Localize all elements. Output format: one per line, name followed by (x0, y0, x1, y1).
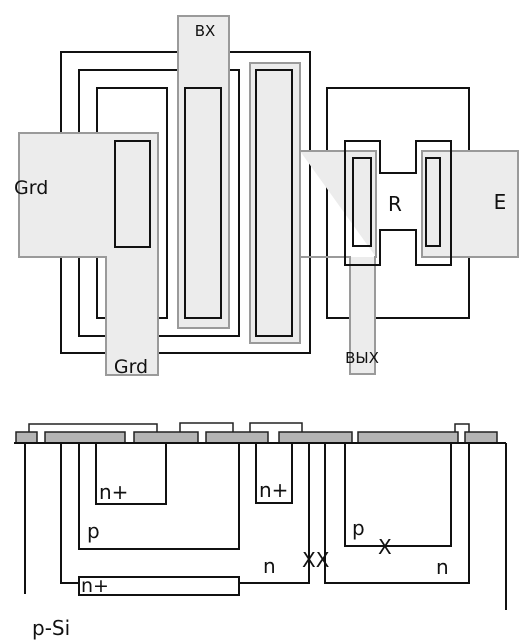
top-view: ВХ Grd Grd R E ВЫХ (14, 15, 519, 378)
n-plus-buried-layer (78, 576, 240, 596)
grd-left-label: Grd (14, 177, 48, 199)
n-plus-buried-label: n+ (81, 575, 109, 597)
n-plus-emitter-label: n+ (99, 480, 128, 504)
oxide-segment-4 (205, 431, 269, 444)
grd-bottom-label: Grd (114, 356, 148, 378)
resistor-contact-right (425, 157, 441, 247)
p-resistor-label: p (352, 516, 365, 540)
input-label: ВХ (195, 22, 216, 40)
metal-contact-input (179, 422, 234, 432)
oxide-segment-1 (15, 431, 38, 444)
oxide-segment-6 (357, 431, 459, 444)
n-region-transistor-label: n (263, 554, 276, 578)
n-plus-collector-contact (255, 443, 293, 504)
emitter-metal-strip (421, 150, 519, 258)
output-metal-outline (300, 150, 377, 375)
p-base-region (78, 443, 240, 550)
p-base-label: p (87, 519, 100, 543)
substrate-label: p-Si (32, 616, 70, 640)
oxide-segment-7 (464, 431, 498, 444)
isolation-cross-marks: XX (302, 548, 330, 572)
metal-contact-emitter (454, 423, 470, 432)
n-plus-emitter (95, 443, 167, 505)
input-contact-window (184, 87, 222, 319)
grd-contact-window (114, 140, 151, 248)
metal-contact-collector (249, 422, 303, 432)
n-plus-collector-label: n+ (259, 478, 288, 502)
oxide-segment-2 (44, 431, 126, 444)
collector-contact-window (255, 69, 293, 337)
n-region-resistor-label: n (436, 555, 449, 579)
p-resistor-region (344, 443, 452, 547)
resistor-body (344, 140, 452, 266)
cross-section: n+ n+ p p n n n+ XX X p-Si (14, 422, 507, 640)
oxide-segment-5 (278, 431, 353, 444)
grd-metal-path (18, 132, 159, 376)
output-metal-fill (300, 151, 376, 374)
emitter-label: E (494, 190, 507, 214)
resistor-cross-mark: X (378, 535, 392, 559)
resistor-label: R (388, 192, 402, 216)
output-label: ВЫХ (345, 349, 379, 367)
resistor-n-pocket (324, 443, 470, 584)
resistor-contact-left (352, 157, 372, 247)
metal-contact-grd (28, 423, 158, 432)
oxide-segment-3 (133, 431, 199, 444)
